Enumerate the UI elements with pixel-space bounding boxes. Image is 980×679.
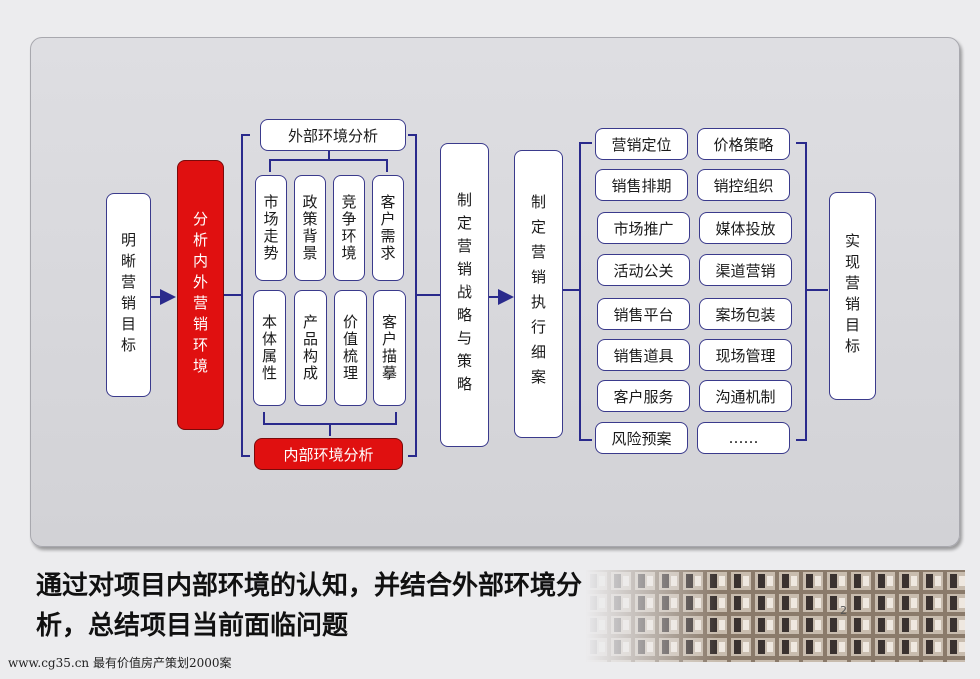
left-goal-box: 明晰营销目标 xyxy=(106,193,151,397)
task-item: 市场推广 xyxy=(597,212,690,244)
internal-item: 价值梳理 xyxy=(334,290,367,406)
task-label: 渠道营销 xyxy=(715,261,776,280)
task-item: 沟通机制 xyxy=(699,380,792,412)
task-label: 沟通机制 xyxy=(715,387,776,406)
internal-analysis-title-text: 内部环境分析 xyxy=(283,445,374,464)
task-item: 销售平台 xyxy=(597,298,690,330)
task-label: 销售道具 xyxy=(613,346,674,365)
external-item: 政策背景 xyxy=(294,175,326,281)
task-item: 销售道具 xyxy=(597,339,690,371)
task-item: 渠道营销 xyxy=(699,254,792,286)
external-item-label: 政策背景 xyxy=(300,194,319,262)
strategy-box: 制定营销战略与策略 xyxy=(440,143,489,447)
task-item: 销控组织 xyxy=(697,169,790,201)
task-label: 现场管理 xyxy=(715,346,776,365)
caption-text: 通过对项目内部环境的认知，并结合外部环境分析，总结项目当前面临问题 xyxy=(36,571,583,641)
task-label: 活动公关 xyxy=(613,261,674,280)
task-item: 客户服务 xyxy=(597,380,690,412)
internal-item-label: 客户描摹 xyxy=(380,314,398,382)
decorative-photo-strip xyxy=(585,570,965,662)
task-item: 现场管理 xyxy=(699,339,792,371)
task-label: 媒体投放 xyxy=(715,219,776,238)
task-item: 价格策略 xyxy=(697,128,790,160)
task-label: 客户服务 xyxy=(613,387,674,406)
task-label: 案场包装 xyxy=(715,305,776,324)
right-goal-box: 实现营销目标 xyxy=(829,192,876,400)
task-item: 营销定位 xyxy=(595,128,688,160)
external-item-label: 客户需求 xyxy=(378,194,397,262)
task-label: 销售排期 xyxy=(611,176,672,195)
external-item-label: 市场走势 xyxy=(261,194,280,262)
task-label: 价格策略 xyxy=(713,135,774,154)
right-goal-label: 实现营销目标 xyxy=(843,233,861,359)
internal-item-label: 本体属性 xyxy=(260,314,278,382)
analysis-label: 分析内外营销环境 xyxy=(191,211,209,379)
analysis-box: 分析内外营销环境 xyxy=(177,160,224,430)
external-analysis-title: 外部环境分析 xyxy=(260,119,406,151)
task-label: …… xyxy=(728,429,759,447)
external-item: 客户需求 xyxy=(372,175,404,281)
task-label: 营销定位 xyxy=(611,135,672,154)
task-item: …… xyxy=(697,422,790,454)
external-analysis-title-text: 外部环境分析 xyxy=(287,126,378,145)
task-item: 活动公关 xyxy=(597,254,690,286)
task-item: 案场包装 xyxy=(699,298,792,330)
execution-box: 制定营销执行细案 xyxy=(514,150,563,438)
internal-item: 产品构成 xyxy=(294,290,327,406)
execution-label: 制定营销执行细案 xyxy=(529,194,547,394)
internal-analysis-title: 内部环境分析 xyxy=(254,438,403,470)
footer-text: www.cg35.cn 最有价值房产策划2000案 xyxy=(8,656,232,670)
strategy-label: 制定营销战略与策略 xyxy=(455,191,473,399)
external-item-label: 竞争环境 xyxy=(339,194,358,262)
task-item: 风险预案 xyxy=(595,422,688,454)
internal-item: 客户描摹 xyxy=(373,290,406,406)
task-label: 销售平台 xyxy=(613,305,674,324)
external-item: 竞争环境 xyxy=(333,175,365,281)
internal-item-label: 产品构成 xyxy=(301,314,319,382)
task-item: 媒体投放 xyxy=(699,212,792,244)
internal-item-label: 价值梳理 xyxy=(341,314,359,382)
page-number: 2 xyxy=(840,604,847,617)
task-label: 销控组织 xyxy=(713,176,774,195)
task-label: 风险预案 xyxy=(611,429,672,448)
external-item: 市场走势 xyxy=(255,175,287,281)
internal-item: 本体属性 xyxy=(253,290,286,406)
left-goal-label: 明晰营销目标 xyxy=(119,232,137,358)
task-item: 销售排期 xyxy=(595,169,688,201)
task-label: 市场推广 xyxy=(613,219,674,238)
